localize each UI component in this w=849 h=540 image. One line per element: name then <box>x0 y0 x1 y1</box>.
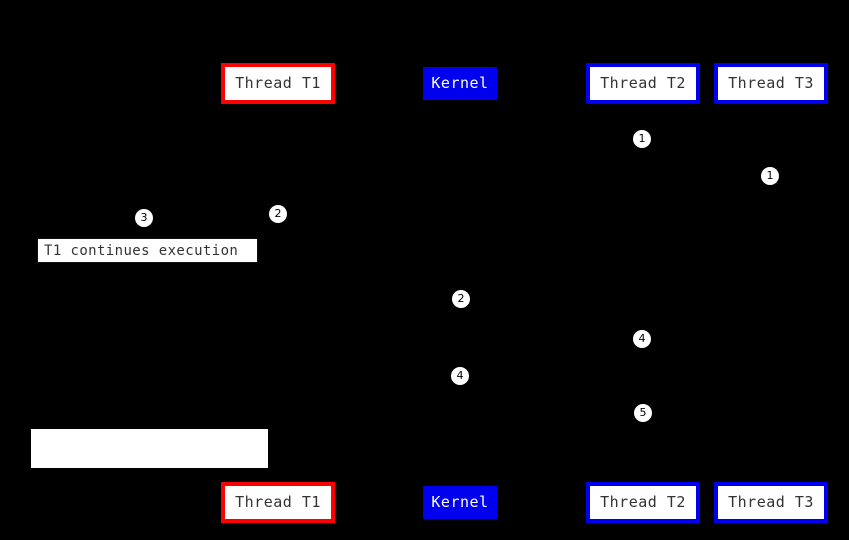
step-marker-1-t3: 1 <box>761 167 779 185</box>
step-marker-1-t2: 1 <box>633 130 651 148</box>
step-marker-2-kernel: 2 <box>452 290 470 308</box>
message-arrow-3 <box>278 312 460 313</box>
participant-footer-thread-t2[interactable]: Thread T2 <box>586 482 700 523</box>
step-marker-4-t2: 4 <box>633 330 651 348</box>
step-marker-5-t2: 5 <box>634 404 652 422</box>
participant-footer-kernel[interactable]: Kernel <box>423 486 497 519</box>
step-marker-4-kernel: 4 <box>451 367 469 385</box>
note-t1-continues-execution: T1 continues execution <box>37 238 258 263</box>
participant-label: Kernel <box>431 493 489 511</box>
participant-header-thread-t2[interactable]: Thread T2 <box>586 63 700 104</box>
participant-header-thread-t1[interactable]: Thread T1 <box>221 63 335 104</box>
message-arrow-6 <box>278 426 643 427</box>
participant-footer-thread-t3[interactable]: Thread T3 <box>714 482 828 523</box>
participant-header-thread-t3[interactable]: Thread T3 <box>714 63 828 104</box>
message-arrow-4 <box>460 352 643 353</box>
participant-label: Thread T3 <box>728 74 814 92</box>
lifeline-thread-t1 <box>278 104 279 482</box>
participant-label: Thread T1 <box>235 74 321 92</box>
lifeline-thread-t2 <box>643 104 644 482</box>
message-arrow-2 <box>278 190 771 191</box>
step-marker-2-t1: 2 <box>269 205 287 223</box>
participant-header-kernel[interactable]: Kernel <box>423 67 497 100</box>
participant-label: Thread T1 <box>235 493 321 511</box>
participant-label: Thread T2 <box>600 74 686 92</box>
blank-note-box <box>31 429 268 468</box>
participant-footer-thread-t1[interactable]: Thread T1 <box>221 482 335 523</box>
participant-label: Thread T3 <box>728 493 814 511</box>
participant-label: Thread T2 <box>600 493 686 511</box>
participant-label: Kernel <box>431 74 489 92</box>
message-arrow-5 <box>460 389 643 390</box>
note-text: T1 continues execution <box>44 242 239 259</box>
message-arrow-1 <box>278 152 643 153</box>
step-marker-3-t1: 3 <box>135 209 153 227</box>
lifeline-thread-t3 <box>771 104 772 482</box>
